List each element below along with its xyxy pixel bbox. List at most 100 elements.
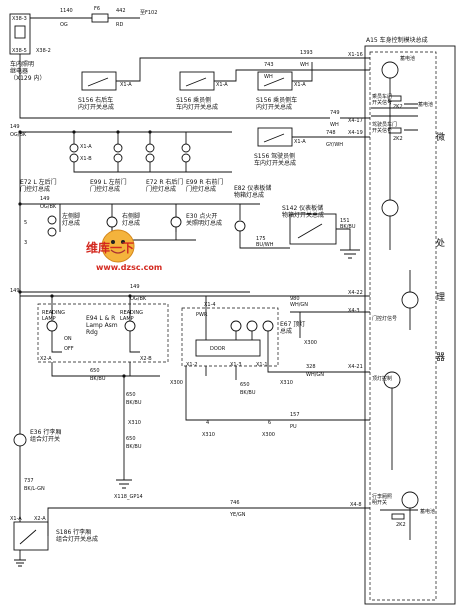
pin-lamp-x1b: X1-B bbox=[80, 156, 92, 162]
pin-x1-1: X1-1 bbox=[256, 362, 268, 368]
wire-746: 746 bbox=[230, 500, 240, 506]
e94-housing bbox=[37, 303, 169, 363]
wire-1140-color: OG bbox=[60, 22, 68, 28]
pin-s186-x2a: X2-A bbox=[34, 516, 46, 522]
wire-650-b: 650 bbox=[240, 382, 250, 388]
bottom-ground bbox=[14, 550, 26, 567]
conn-x38-2: X38-2 bbox=[36, 48, 51, 54]
cpu-char-3: 理 bbox=[436, 292, 445, 303]
feed-149-b: 149 bbox=[40, 196, 50, 202]
sig5-label: 行李厢照明开关 bbox=[372, 493, 392, 506]
e82-lamp: E82 仪表板储物箱灯总成 bbox=[234, 184, 271, 199]
sig3-label: 门控灯信号 bbox=[372, 315, 397, 322]
module-transistors bbox=[381, 61, 419, 540]
wire-1140: 1140 bbox=[60, 8, 73, 14]
fuse-wire: 442 bbox=[116, 8, 126, 14]
wire-149-b: 149 bbox=[10, 288, 20, 294]
s186-wiring bbox=[19, 507, 370, 545]
feed-bus-149 bbox=[19, 131, 232, 440]
wire-1393-color: WH bbox=[300, 62, 309, 68]
x300-3: 3 bbox=[24, 240, 27, 246]
wire-650-a: 650 bbox=[90, 368, 100, 374]
cpu-char-2: 处 bbox=[436, 237, 445, 249]
cpu-char-1: 微 bbox=[436, 131, 445, 143]
fuse-label: F6 bbox=[94, 6, 100, 12]
wire-328-color: WH/GN bbox=[306, 372, 324, 378]
pin-x4-17: X4-17 bbox=[348, 118, 363, 124]
pin-x1-3: X1-3 bbox=[230, 362, 242, 368]
wh-gn: WH/GN bbox=[290, 302, 308, 308]
off-label-1: OFF bbox=[64, 346, 74, 352]
door-lamps bbox=[69, 132, 232, 173]
fuse-color: RD bbox=[116, 22, 123, 28]
door-signal bbox=[290, 311, 370, 338]
dome-lamp bbox=[195, 296, 274, 366]
pin-x2a: X2-A bbox=[40, 356, 52, 362]
relay-label: 车内照明继电器（X129 内） bbox=[10, 60, 45, 82]
sw1-pin: X1-A bbox=[120, 82, 132, 88]
module-resistors bbox=[371, 95, 418, 520]
pin-x2b: X2-B bbox=[140, 356, 152, 362]
pin-x1-4: X1-4 bbox=[204, 302, 216, 308]
pin-x1-2: X1-2 bbox=[186, 362, 198, 368]
pin-x4-19: X4-19 bbox=[348, 130, 363, 136]
on-label-1: ON bbox=[64, 336, 72, 342]
watermark: 维库一下 www.dzsc.com bbox=[86, 229, 162, 272]
conn-x38-5: X38-5 bbox=[12, 48, 27, 54]
x300-4: 4 bbox=[206, 420, 209, 426]
lamp-e99r: E99 R 右前门门控灯总成 bbox=[186, 178, 223, 193]
wire-737: 737 bbox=[24, 478, 34, 484]
watermark-brand: 维库一下 bbox=[86, 240, 134, 255]
r3-label: 2K2 bbox=[396, 522, 406, 528]
cpu-char-4: 器 bbox=[436, 352, 445, 363]
module-title: A15 车身控制模块总成 bbox=[366, 36, 428, 44]
feed-149-b-color: OG/BK bbox=[40, 204, 57, 210]
junction-dots bbox=[18, 130, 152, 378]
wire-980: 980 bbox=[290, 296, 300, 302]
pin-x4-21: X4-21 bbox=[348, 364, 363, 370]
x300-6: 6 bbox=[268, 420, 271, 426]
bk-bu-c: BK/BU bbox=[126, 400, 142, 406]
pin-x310-a: X310 bbox=[280, 380, 293, 386]
pin-x4-8: X4-8 bbox=[350, 502, 362, 508]
left-foot-lamp: 左侧脚灯总成 bbox=[62, 212, 80, 227]
top-switches bbox=[81, 57, 370, 147]
wire-748-color: GY/WH bbox=[326, 142, 343, 148]
batt3-label: 蓄电池 bbox=[420, 508, 435, 515]
e36-lamp bbox=[13, 433, 27, 447]
sig2-label: 驾驶员车门开关信号 bbox=[372, 121, 397, 134]
wire-743: 743 bbox=[264, 62, 274, 68]
pin-x1-16: X1-16 bbox=[348, 52, 363, 58]
relay-coil bbox=[14, 25, 26, 39]
wire-328: 328 bbox=[306, 364, 316, 370]
r1-label: 2K2 bbox=[393, 104, 403, 110]
x300-5: 5 bbox=[24, 220, 27, 226]
fuse-dest: 至F102 bbox=[140, 10, 157, 16]
sw4-label: S156 驾驶员侧车内灯开关总成 bbox=[254, 152, 296, 167]
r2-label: 2K2 bbox=[393, 136, 403, 142]
s142-switch: S142 仪表板储物箱灯开关总成 bbox=[282, 204, 324, 219]
relay-output-line bbox=[19, 54, 370, 119]
ground-symbol bbox=[116, 479, 132, 489]
sw1-label: S156 右后车内灯开关总成 bbox=[78, 96, 114, 111]
sw2-pin: X1-A bbox=[216, 82, 228, 88]
x310-a: X310 bbox=[128, 420, 141, 426]
e36-label: E36 行李厢组合灯开关 bbox=[30, 428, 61, 443]
pin-x310-b: X310 bbox=[202, 432, 215, 438]
e67-label: E67 顶灯总成 bbox=[280, 320, 305, 335]
wire-157: 157 bbox=[290, 412, 300, 418]
mid-lamps bbox=[47, 213, 360, 259]
bk-bu-b: BK/BU bbox=[240, 390, 256, 396]
reading-ground bbox=[51, 362, 160, 377]
dome-wiring bbox=[185, 366, 370, 421]
pin-x300-a: X300 bbox=[304, 340, 317, 346]
e67-housing bbox=[181, 307, 279, 367]
lower-bus bbox=[20, 291, 370, 297]
wire-650-d: 650 bbox=[126, 436, 136, 442]
pin-x300-c: X300 bbox=[262, 432, 275, 438]
wire-149-a: 149 bbox=[130, 284, 140, 290]
